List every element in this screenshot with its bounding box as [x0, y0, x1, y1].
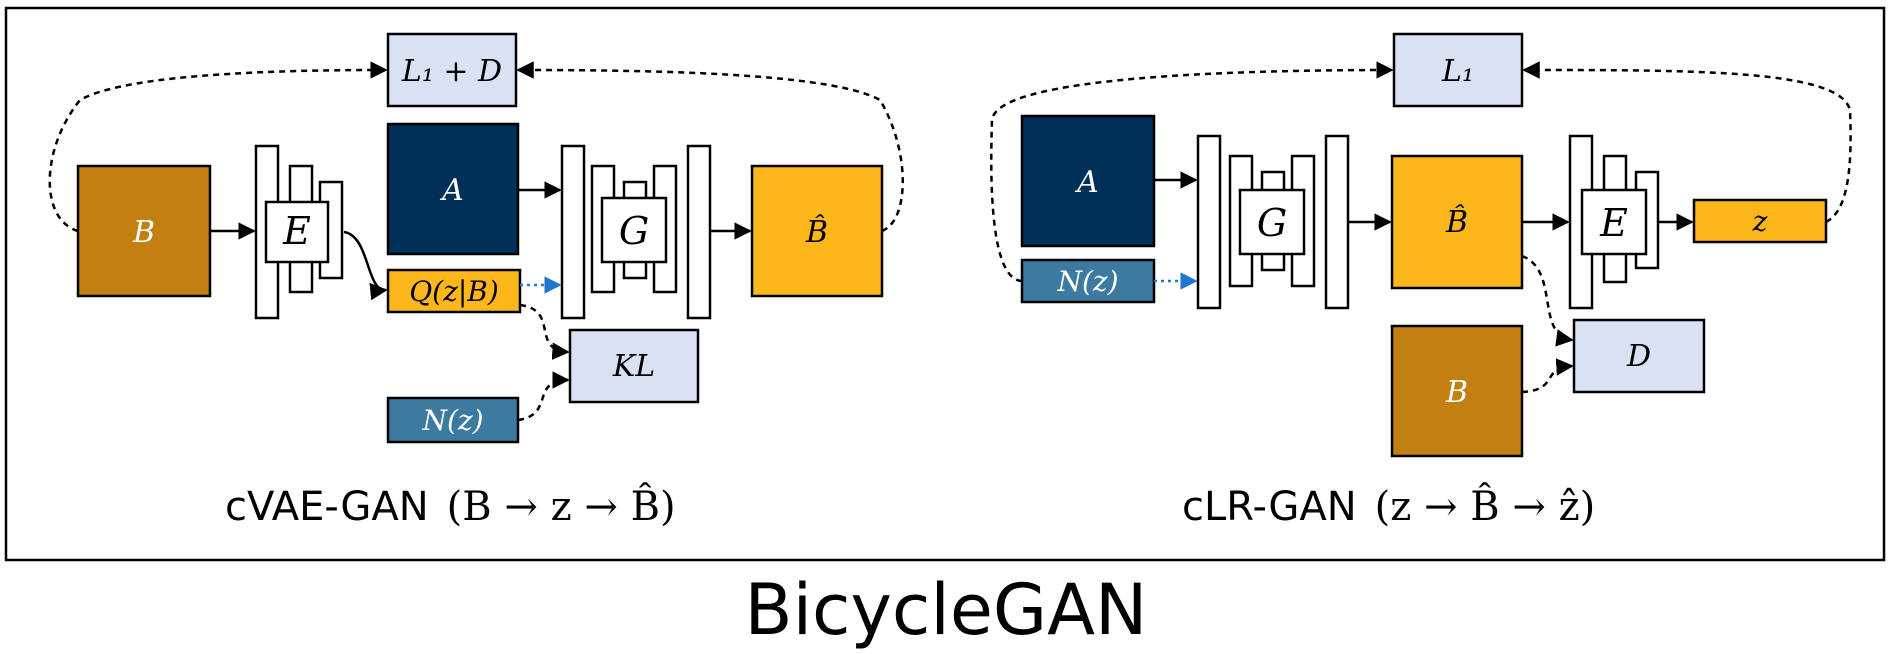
left-input-b-box: [76, 164, 212, 298]
left-encoder-label: E: [282, 209, 311, 253]
right-latent-z-label: z: [1752, 205, 1768, 238]
left-loss-l1-d-box: [386, 32, 518, 108]
left-output-bhat-label: B̂: [805, 215, 828, 250]
left-caption: cVAE-GAN (B → z → B̂): [225, 484, 676, 530]
right-generator-network: [1196, 134, 1350, 310]
left-generator-label: G: [619, 209, 649, 253]
left-loss-l1-d-label: L₁ + D: [401, 54, 502, 89]
right-loss-l1-label: L₁: [1441, 54, 1474, 89]
right-discriminator-label: D: [1626, 339, 1651, 374]
diagram-title: BicycleGAN: [745, 569, 1148, 651]
right-encoder-network: [1568, 134, 1660, 310]
left-input-a-label: A: [439, 173, 464, 208]
right-real-b-label: B: [1445, 375, 1468, 410]
left-kl-label: KL: [612, 349, 655, 384]
right-discriminator-box: [1572, 318, 1706, 394]
left-prior-nz-box: [386, 396, 520, 444]
right-loss-l1-box: [1392, 32, 1524, 108]
right-prior-nz-box: [1020, 258, 1156, 304]
right-input-a-label: A: [1074, 165, 1099, 200]
right-real-b-box: [1390, 324, 1524, 458]
right-generator-label: G: [1257, 201, 1287, 245]
left-output-bhat-box: [750, 164, 884, 298]
left-input-b-label: B: [132, 215, 155, 250]
right-latent-z-box: [1692, 198, 1828, 244]
right-output-bhat-label: B̂: [1445, 205, 1468, 240]
left-latent-q-label: Q(z|B): [409, 275, 499, 308]
right-connectors: [990, 61, 1852, 394]
right-prior-nz-label: N(z): [1056, 265, 1118, 298]
right-encoder-label: E: [1599, 201, 1628, 245]
left-input-a-box: [386, 122, 520, 256]
left-panel-cvae-gan: L₁ + D B E A Q(z|B) G B̂: [48, 32, 904, 530]
right-input-a-box: [1020, 114, 1156, 248]
left-latent-q-box: [386, 268, 522, 314]
outer-frame: [4, 6, 1886, 562]
left-kl-box: [568, 328, 700, 404]
right-panel-clr-gan: L₁ A N(z) G B̂ E z: [990, 32, 1852, 530]
left-connectors: [48, 61, 904, 422]
right-caption: cLR-GAN (z → B̂ → ẑ): [1182, 484, 1595, 530]
left-encoder-network: [254, 144, 344, 320]
left-prior-nz-label: N(z): [421, 404, 483, 437]
